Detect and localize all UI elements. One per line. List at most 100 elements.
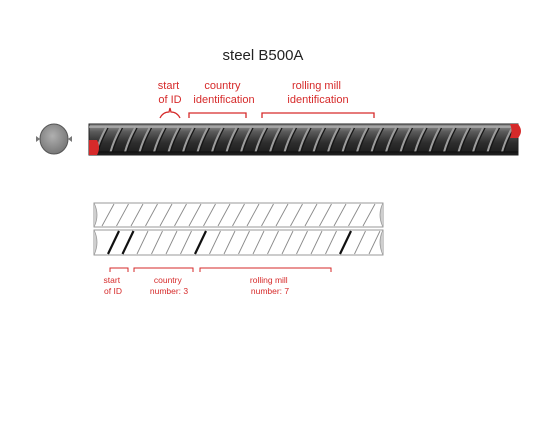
schematic-rib-bottom (180, 230, 192, 255)
rib-shadow (416, 127, 428, 153)
rib (428, 127, 441, 153)
rib (501, 127, 513, 153)
rib (225, 127, 238, 153)
rib (240, 127, 252, 153)
diagram-title: steel B500A (223, 47, 304, 64)
schematic-rib-bottom (325, 230, 337, 255)
bar-end-left (89, 140, 99, 155)
schematic-rib-bottom (368, 230, 381, 255)
rib (196, 127, 209, 153)
schematic-rib-top (101, 203, 115, 227)
rib (370, 127, 383, 153)
schematic-rib-bottom (296, 230, 308, 255)
marking-rib (107, 230, 120, 255)
schematic-rib-bottom (165, 230, 178, 255)
marking-rib (339, 230, 352, 255)
rib-shadow (256, 127, 269, 153)
lower-label-country-number: country number: 3 (150, 275, 189, 296)
rib-shadow (140, 127, 153, 153)
rib-shadow (387, 127, 399, 153)
rib-shadow (184, 127, 196, 153)
rib (269, 127, 281, 153)
bar-end-right (510, 124, 521, 138)
schematic-rib-bottom (209, 230, 221, 255)
rib-shadow (169, 127, 182, 153)
rib-shadow (314, 127, 327, 153)
schematic-rib-top (275, 203, 289, 227)
rib (109, 127, 122, 153)
rib (254, 127, 267, 153)
rib-shadow (198, 127, 211, 153)
schematic-rib-bottom (354, 230, 366, 255)
rib-shadow (343, 127, 356, 153)
label-rolling-mill-identification: rolling mill identification (287, 80, 348, 106)
rib-shadow (372, 127, 385, 153)
rib (414, 127, 426, 153)
schematic-rib-top (188, 203, 202, 227)
rib (283, 127, 296, 153)
rib (443, 127, 455, 153)
rib (457, 127, 470, 153)
schematic-rib-top (290, 203, 303, 227)
schematic-rib-top (217, 203, 231, 227)
rib (153, 127, 165, 153)
schematic-rib-top (232, 203, 245, 227)
rib-shadow (445, 127, 457, 153)
rib-shadow (213, 127, 225, 153)
lower-label-rolling-mill-number: rolling mill number: 7 (250, 275, 290, 296)
bracket-start-of-id (159, 107, 181, 119)
schematic-rib-bottom (223, 230, 236, 255)
rib (385, 127, 397, 153)
schematic-rib-top (145, 203, 158, 227)
rib (167, 127, 180, 153)
bracket-rolling-mill (261, 112, 375, 118)
schematic-rib-bottom (238, 230, 250, 255)
schematic-rib-top (159, 203, 173, 227)
rib (124, 127, 136, 153)
schematic-rib-top (319, 203, 332, 227)
rib (312, 127, 325, 153)
rib (399, 127, 412, 153)
rib-shadow (488, 127, 501, 153)
lower-bracket-mill (199, 267, 332, 272)
rib (341, 127, 354, 153)
rib-shadow (430, 127, 443, 153)
bracket-country (188, 112, 247, 118)
schematic-rib-bottom (136, 230, 149, 255)
rib-shadow (401, 127, 414, 153)
lower-bracket-country (133, 267, 194, 272)
label-country-identification: country identification (193, 80, 254, 106)
bar-cross-section (36, 123, 72, 155)
schematic-rib-top (362, 203, 376, 227)
label-start-of-id: start of ID (158, 80, 182, 106)
lower-label-start-of-id: start of ID (104, 275, 123, 296)
rib-shadow (358, 127, 370, 153)
rib-shadow (271, 127, 283, 153)
schematic-rib-top (261, 203, 274, 227)
rib (211, 127, 223, 153)
rib (298, 127, 310, 153)
rib (486, 127, 499, 153)
rib-shadow (242, 127, 254, 153)
schematic-bar (93, 202, 384, 256)
rib-shadow (126, 127, 138, 153)
rib-shadow (111, 127, 124, 153)
rib-shadow (227, 127, 240, 153)
rib-shadow (474, 127, 486, 153)
marking-rib (121, 230, 135, 255)
rib-shadow (155, 127, 167, 153)
schematic-ribs (101, 203, 381, 255)
schematic-rib-bottom (267, 230, 279, 255)
rib (138, 127, 151, 153)
rib (356, 127, 368, 153)
rib (472, 127, 484, 153)
schematic-rib-bottom (151, 230, 163, 255)
rebar-ribs (95, 127, 515, 153)
schematic-rib-top (174, 203, 187, 227)
rib-shadow (285, 127, 298, 153)
rib (182, 127, 194, 153)
schematic-rib-bottom (281, 230, 294, 255)
schematic-rib-top (130, 203, 144, 227)
